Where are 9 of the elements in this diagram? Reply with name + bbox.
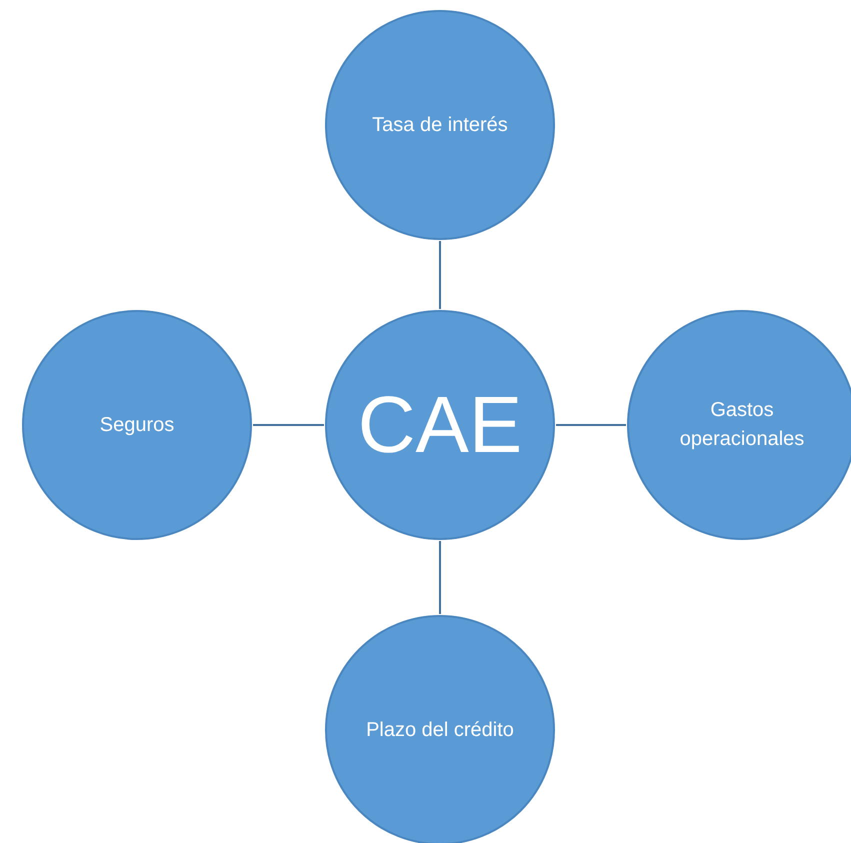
circle-label: Gastos operacionales xyxy=(678,398,806,452)
circle-label: Tasa de interés xyxy=(372,112,508,138)
circle-label: CAE xyxy=(358,385,522,465)
connector-line xyxy=(439,241,441,309)
connector-line xyxy=(253,424,324,426)
connector-line xyxy=(556,424,626,426)
circle-label: Seguros xyxy=(100,412,174,438)
connector-line xyxy=(439,541,441,614)
circle-label: Plazo del crédito xyxy=(366,718,514,742)
